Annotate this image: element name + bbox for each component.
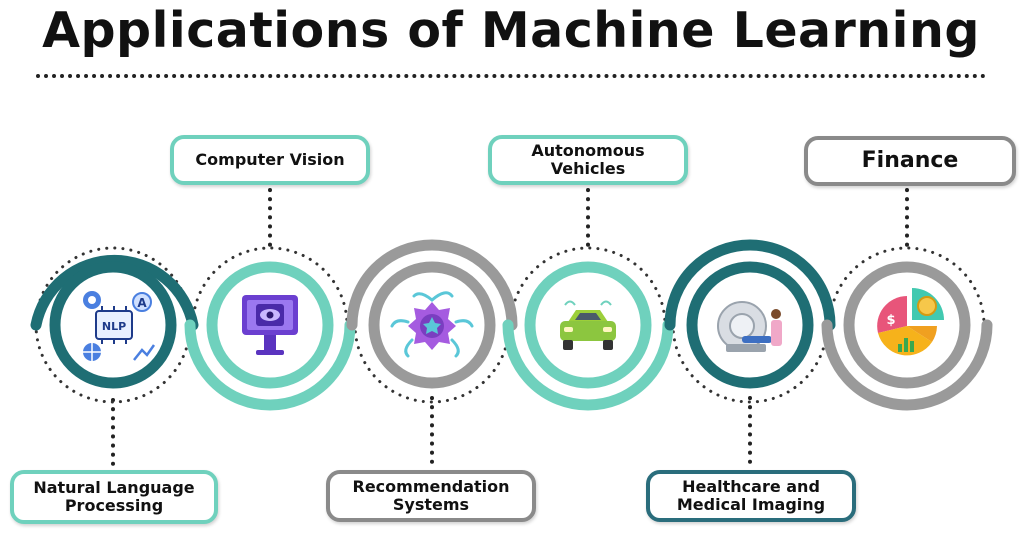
car-icon [560,300,616,350]
svg-text:$: $ [886,313,895,328]
label-recommendation-systems: Recommendation Systems [326,470,536,522]
star-badge-icon [390,291,474,358]
computer-vision-swoosh [184,319,356,411]
label-computer-vision: Computer Vision [170,135,370,185]
label-healthcare-medical-imaging: Healthcare and Medical Imaging [646,470,856,522]
monitor-eye-icon [242,295,298,355]
autonomous-swoosh [502,319,674,411]
page-title: Applications of Machine Learning [42,2,980,59]
nlp-icon: NLP A [83,291,156,361]
healthcare-swoosh [664,239,836,331]
pie-chart-money-icon: $ [877,288,944,356]
recommendation-swoosh [346,239,518,331]
label-finance: Finance [804,136,1016,186]
mri-scanner-icon [717,301,782,352]
finance-swoosh [821,319,993,411]
label-autonomous-vehicles: Autonomous Vehicles [488,135,688,185]
label-natural-language-processing: Natural Language Processing [10,470,218,524]
title-underline-dots [36,68,986,78]
nlp-swoosh [30,254,199,331]
svg-text:A: A [137,296,147,310]
svg-text:NLP: NLP [102,320,126,333]
